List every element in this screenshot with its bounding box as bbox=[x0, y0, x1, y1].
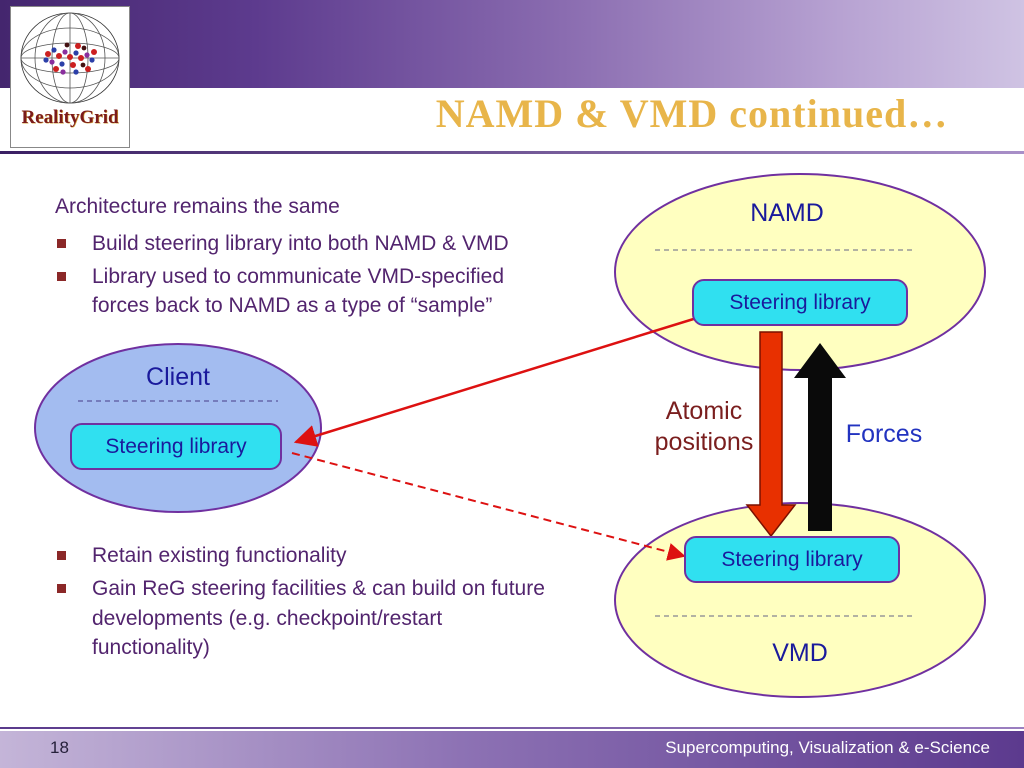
vmd-label: VMD bbox=[772, 639, 828, 667]
bullet-text: Build steering library into both NAMD & … bbox=[92, 231, 509, 255]
steering-library-box-namd: Steering library bbox=[692, 279, 908, 326]
bullet-item: Retain existing functionality bbox=[55, 541, 615, 571]
atomic-positions-label: Atomic positions bbox=[654, 397, 754, 457]
logo-wordmark: RealityGrid bbox=[21, 107, 119, 128]
footer-bar bbox=[0, 731, 1024, 768]
top-text-block: Architecture remains the same Build stee… bbox=[55, 192, 615, 321]
footer-text: Supercomputing, Visualization & e-Scienc… bbox=[665, 738, 990, 757]
title-divider bbox=[0, 151, 1024, 154]
forces-label: Forces bbox=[845, 420, 923, 448]
namd-label: NAMD bbox=[750, 199, 824, 227]
forces-arrow bbox=[794, 343, 846, 531]
bullet-item: Gain ReG steering facilities & can build… bbox=[55, 574, 615, 663]
header-banner bbox=[0, 0, 1024, 88]
steering-library-box-vmd: Steering library bbox=[684, 536, 900, 583]
bullet-square-icon bbox=[57, 551, 66, 560]
bottom-text-block: Retain existing functionality Gain ReG s… bbox=[55, 538, 615, 663]
globe-molecule-icon bbox=[20, 12, 120, 104]
slide-title: NAMD & VMD continued… bbox=[435, 91, 949, 136]
page-number: 18 bbox=[50, 738, 69, 757]
client-to-vmd-dashed-arrow bbox=[291, 452, 686, 561]
bullet-text: Gain ReG steering facilities & can build… bbox=[92, 576, 545, 660]
steering-library-box-client: Steering library bbox=[70, 423, 282, 470]
namd-to-client-arrow bbox=[293, 315, 701, 447]
realitygrid-logo: RealityGrid bbox=[10, 6, 130, 148]
bullet-item: Library used to communicate VMD-specifie… bbox=[55, 262, 615, 322]
bullet-text: Library used to communicate VMD-specifie… bbox=[92, 264, 505, 318]
section-heading: Architecture remains the same bbox=[55, 195, 340, 218]
bullet-square-icon bbox=[57, 583, 66, 593]
footer-divider bbox=[0, 727, 1024, 729]
bullet-item: Build steering library into both NAMD & … bbox=[55, 229, 615, 259]
bullet-square-icon bbox=[57, 238, 66, 248]
bullet-text: Retain existing functionality bbox=[92, 544, 347, 567]
client-label: Client bbox=[146, 363, 210, 391]
atomic-positions-arrow bbox=[745, 331, 797, 538]
bullet-square-icon bbox=[57, 271, 66, 281]
